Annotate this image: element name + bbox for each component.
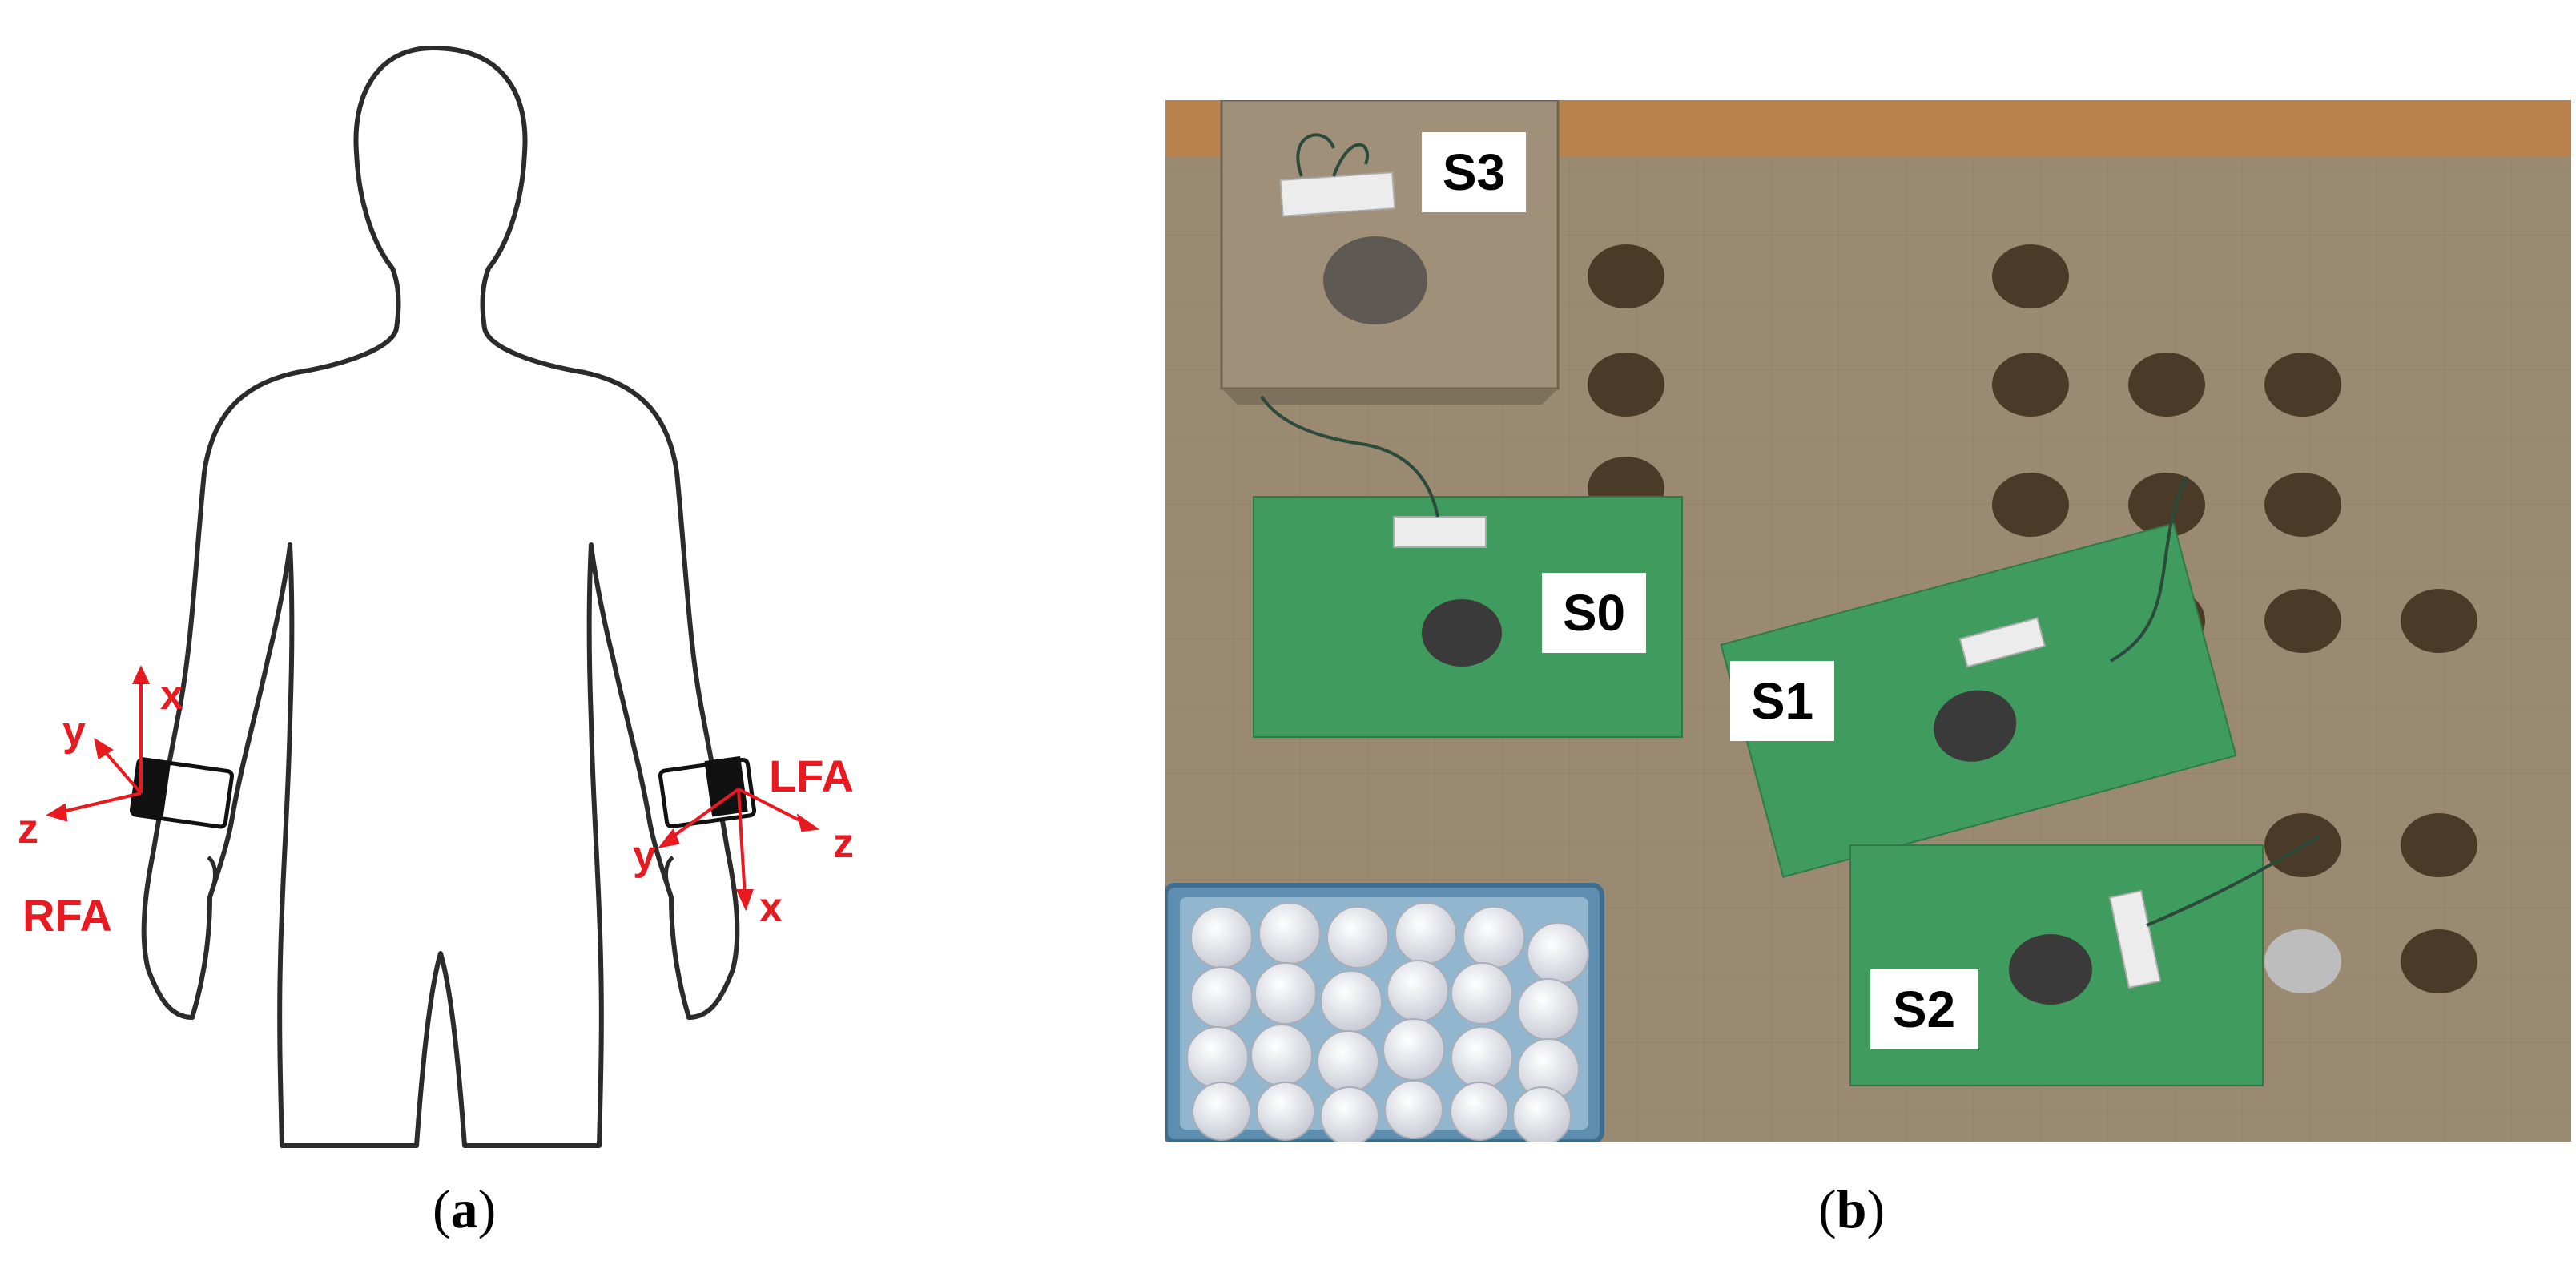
right-thumb-outline bbox=[207, 856, 217, 898]
station-label-s0: S0 bbox=[1542, 573, 1646, 653]
s1-hole bbox=[1934, 690, 2017, 762]
golf-ball-tray bbox=[1163, 883, 1604, 1146]
svg-text:S0: S0 bbox=[1563, 584, 1625, 642]
s1-switch bbox=[1958, 617, 2047, 668]
station-label-s3: S3 bbox=[1422, 132, 1526, 212]
s3-hole bbox=[1323, 236, 1427, 324]
lfa-axis-z-label: z bbox=[833, 820, 854, 867]
rfa-axis-x-label: x bbox=[160, 672, 183, 719]
task-board-svg: S3 S0 S1 S2 bbox=[1163, 99, 2571, 1146]
left-thumb-outline bbox=[664, 856, 674, 898]
s1-card bbox=[1720, 522, 2237, 878]
golf-balls bbox=[1186, 902, 1589, 1146]
s0-switch bbox=[1393, 516, 1487, 548]
panel-a-body-diagram: x y z RFA LFA z y x bbox=[0, 0, 1041, 1154]
lfa-axis-x-label: x bbox=[759, 884, 783, 931]
station-label-s2: S2 bbox=[1870, 969, 1978, 1049]
s2-hole bbox=[2009, 934, 2092, 1005]
caption-a: (a) bbox=[433, 1178, 497, 1239]
lfa-axis-y-label: y bbox=[633, 832, 656, 879]
s0-hole bbox=[1422, 599, 1502, 667]
caption-b: (b) bbox=[1818, 1178, 1886, 1239]
panel-b-task-board: S3 S0 S1 S2 bbox=[1163, 99, 2571, 1146]
body-outline bbox=[141, 46, 740, 1148]
s2-switch bbox=[2108, 889, 2162, 989]
rfa-axis-y-label: y bbox=[62, 708, 86, 755]
svg-text:S1: S1 bbox=[1751, 672, 1813, 730]
svg-text:S3: S3 bbox=[1443, 143, 1505, 201]
body-silhouette-svg: x y z RFA LFA z y x bbox=[18, 46, 854, 1148]
svg-text:S2: S2 bbox=[1893, 981, 1955, 1038]
rfa-axes bbox=[46, 665, 151, 822]
rfa-label: RFA bbox=[22, 890, 112, 941]
rfa-sensor bbox=[129, 757, 235, 829]
lfa-sensor bbox=[658, 755, 757, 829]
rfa-axis-z-label: z bbox=[18, 806, 38, 852]
lfa-label: LFA bbox=[769, 751, 854, 801]
s3-switch bbox=[1279, 171, 1396, 217]
station-label-s1: S1 bbox=[1730, 661, 1834, 741]
lfa-axes bbox=[658, 788, 820, 912]
